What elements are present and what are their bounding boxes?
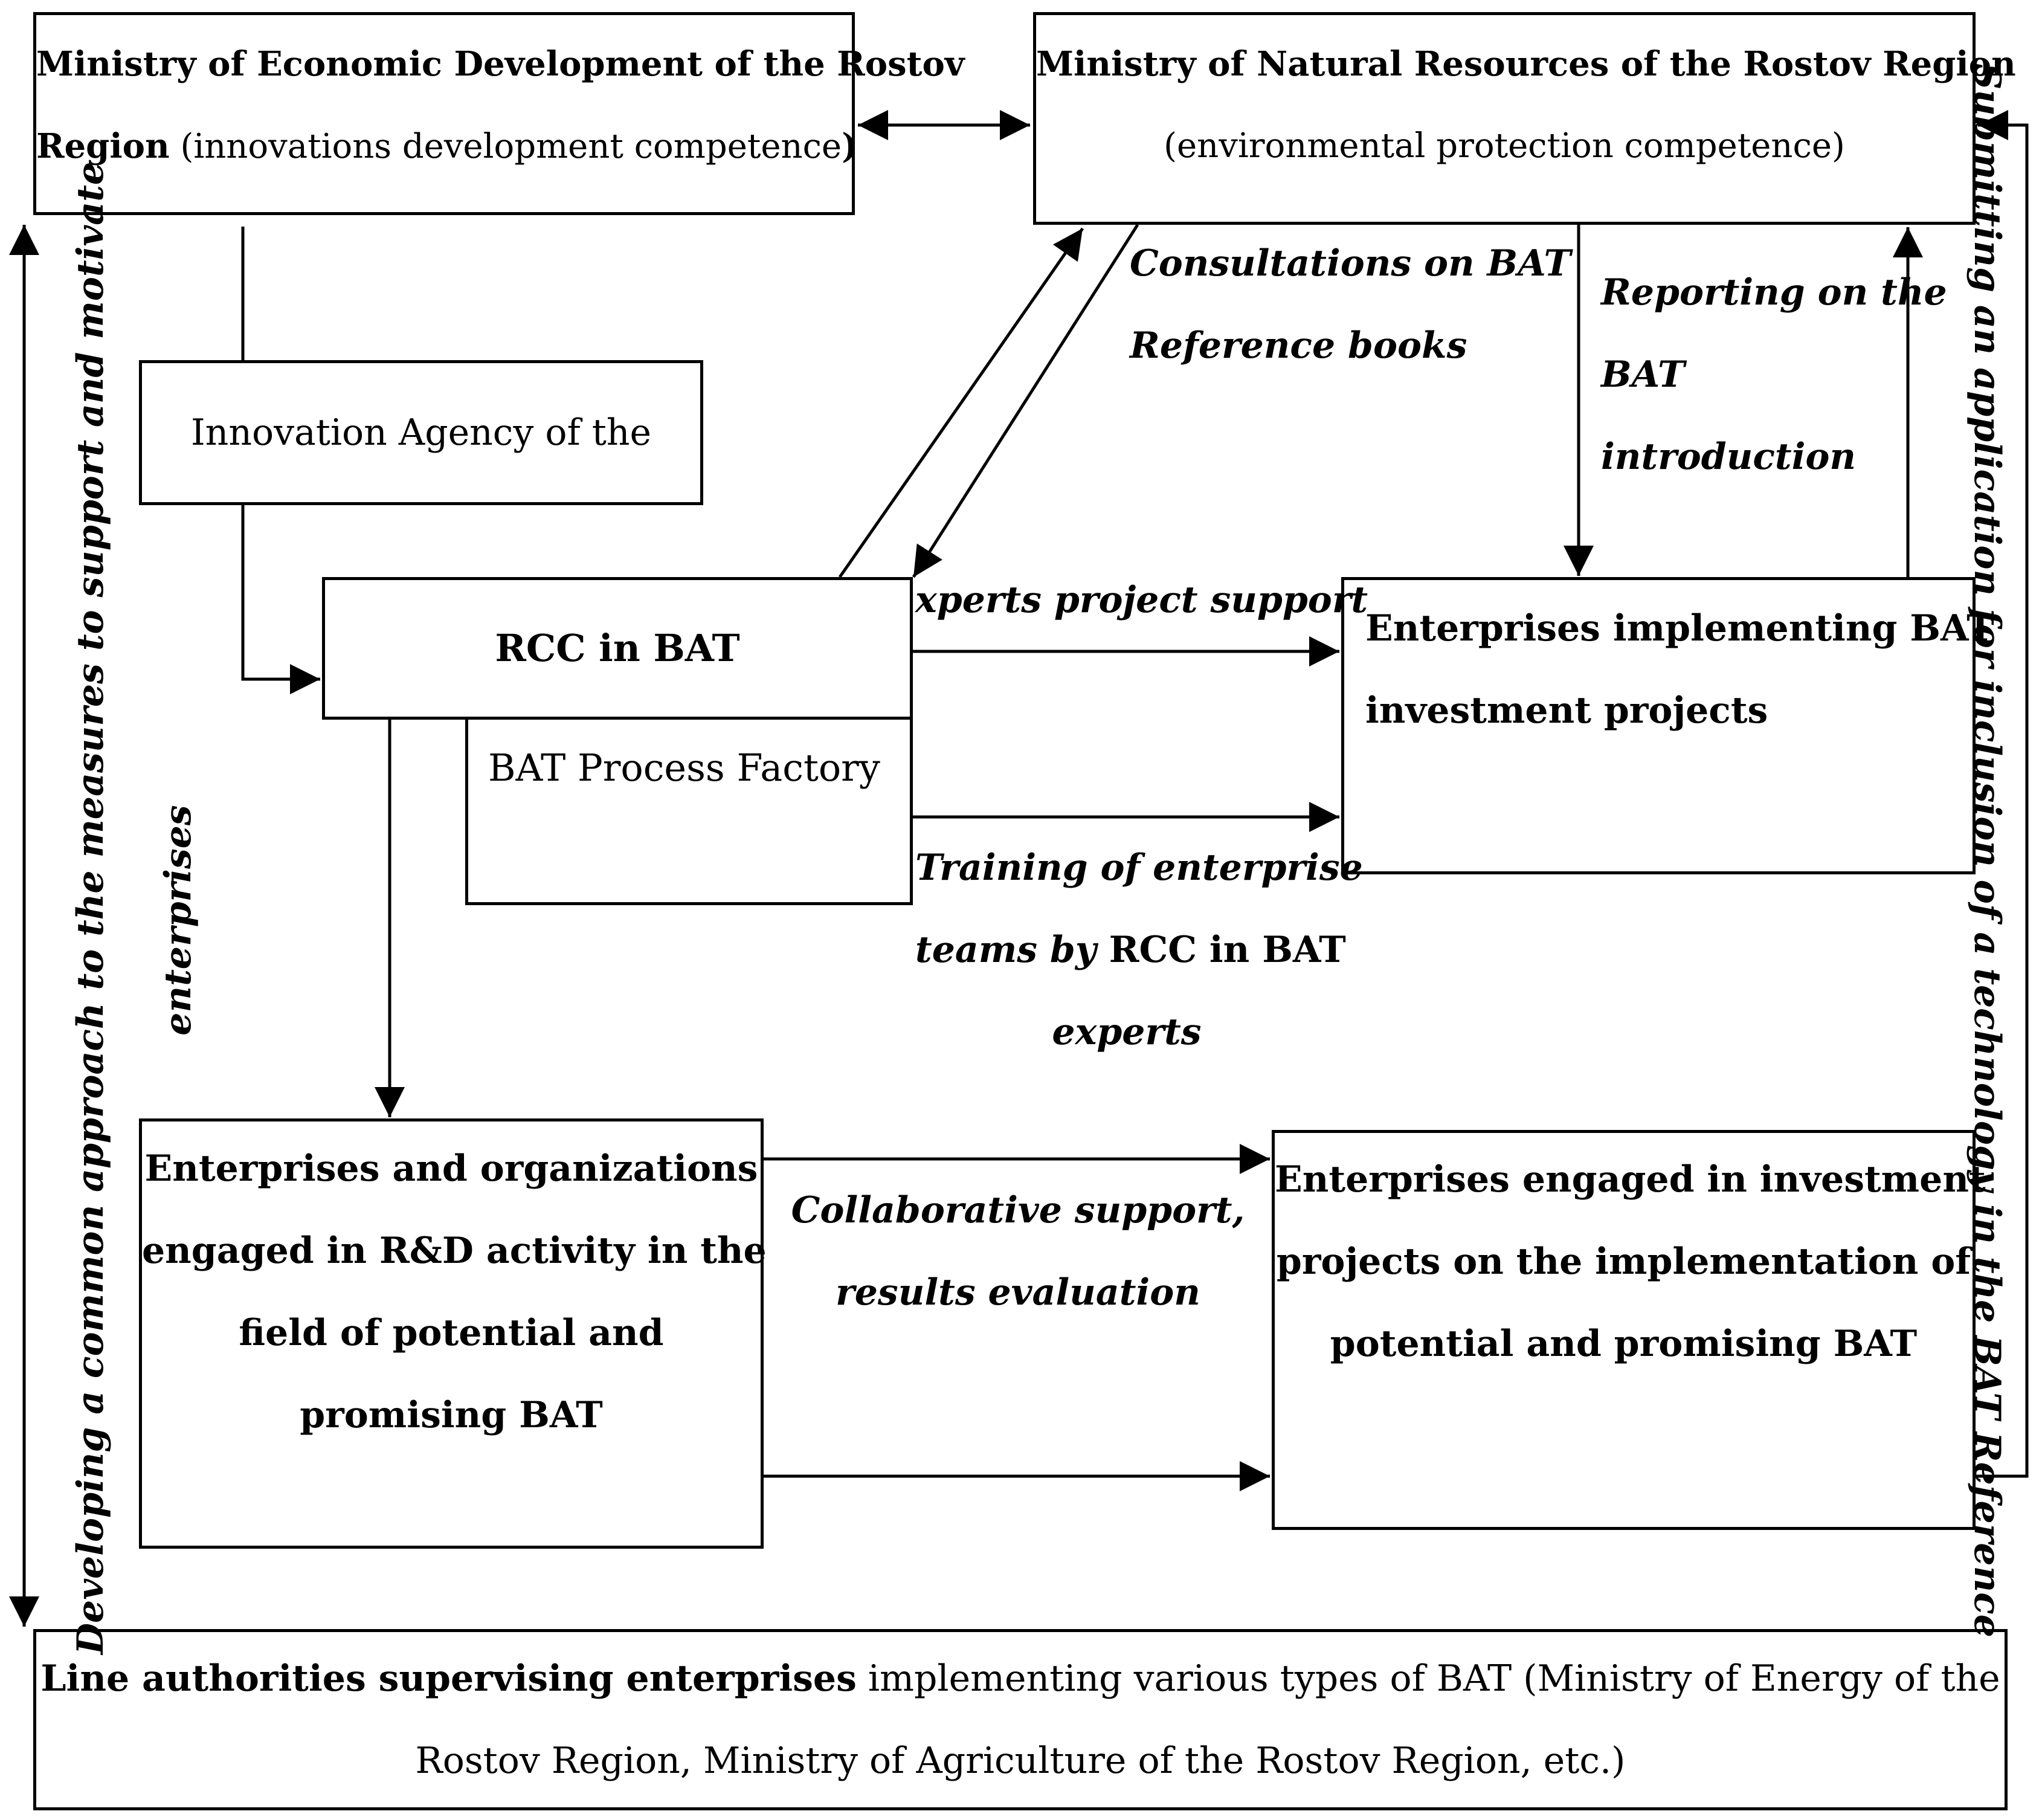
arrow-rcc-to-natural	[838, 227, 1084, 578]
experts-support-label: xperts project support	[915, 579, 1368, 621]
training-rcc-in-bat: RCC in BAT	[1109, 929, 1346, 971]
ministry-economic-close-paren: )	[842, 126, 858, 166]
ministry-economic-competence: (innovations development competence	[169, 127, 842, 166]
ministry-natural-line1: Ministry of Natural Resources of the Ros…	[1036, 44, 2016, 84]
collaborative-label-line2: results evaluation	[836, 1271, 1200, 1314]
reporting-label-line3: introduction	[1601, 436, 1857, 478]
arrow-agency-to-rcc	[241, 505, 320, 694]
ministry-economic-line2: Region (innovations development competen…	[36, 105, 858, 188]
training-label-line2: teams by RCC in BAT	[915, 909, 1346, 991]
arrow-right-feedback	[1976, 110, 2029, 1478]
ministry-natural-line2: (environmental protection competence)	[1164, 126, 1845, 166]
left-vertical-label-line2: enterprises	[157, 805, 199, 1036]
ministry-economic-line1: Ministry of Economic Development of the …	[36, 44, 965, 84]
reporting-label-line1: Reporting on the	[1601, 271, 1947, 314]
ministry-economic-region: Region	[36, 126, 170, 166]
bat-factory-label: BAT Process Factory	[488, 746, 880, 790]
investment-enterprises-line2: projects on the implementation of	[1276, 1241, 1971, 1283]
rd-enterprises-line3: field of potential and	[239, 1312, 664, 1354]
enterprises-implementing-line2: investment projects	[1365, 689, 1768, 732]
training-label-line1: Training of enterprise	[915, 847, 1363, 889]
innovation-agency-label: Innovation Agency of the	[190, 411, 652, 454]
rcc-label: RCC in BAT	[495, 626, 740, 670]
investment-enterprises-line1: Enterprises engaged in investment	[1275, 1158, 1986, 1201]
ministry-economic-box	[33, 12, 855, 215]
line-authorities-line1: Line authorities supervising enterprises…	[36, 1638, 2005, 1720]
rd-enterprises-line4: promising BAT	[300, 1394, 603, 1436]
training-label-line3: experts	[1052, 1011, 1202, 1053]
rd-enterprises-line2: engaged in R&D activity in the	[142, 1230, 767, 1272]
investment-enterprises-line3: potential and promising BAT	[1330, 1323, 1918, 1365]
investment-enterprises-box	[1272, 1130, 1976, 1530]
line-authorities-box	[33, 1629, 2008, 1810]
enterprises-implementing-box	[1341, 577, 1976, 874]
line-authorities-bold: Line authorities supervising enterprises	[40, 1657, 857, 1700]
left-vertical-label-line1: Developing a common approach to the meas…	[69, 162, 112, 1654]
line-authorities-line2: Rostov Region, Ministry of Agriculture o…	[415, 1740, 1626, 1782]
rd-enterprises-box	[139, 1118, 764, 1549]
bat-factory-box	[465, 717, 913, 905]
training-teams-by: teams by	[915, 929, 1109, 971]
rd-enterprises-line1: Enterprises and organizations	[144, 1147, 758, 1190]
reporting-label-line2: BAT	[1601, 353, 1685, 396]
arrow-natural-to-rcc	[912, 224, 1139, 578]
line-authorities-rest: implementing various types of BAT (Minis…	[856, 1657, 2000, 1700]
collaborative-label-line1: Collaborative support,	[791, 1189, 1245, 1231]
consultations-label-line1: Consultations on BAT	[1130, 242, 1571, 285]
right-vertical-label: Submitting an application for inclusion …	[1966, 63, 2008, 1638]
consultations-label-line2: Reference books	[1130, 324, 1467, 367]
innovation-agency-box	[139, 360, 703, 505]
enterprises-implementing-line1: Enterprises implementing BAT	[1365, 607, 1994, 650]
ministry-natural-box	[1033, 12, 1976, 225]
